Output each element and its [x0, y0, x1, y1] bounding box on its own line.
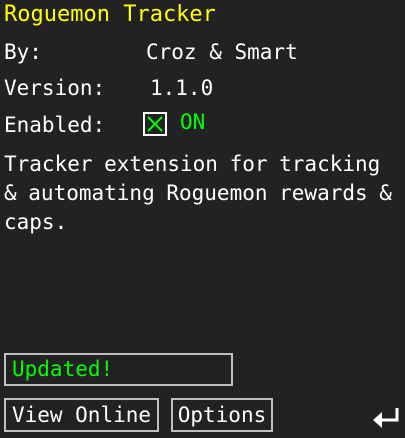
- enabled-checkbox[interactable]: [143, 112, 167, 136]
- extension-title: Roguemon Tracker: [4, 2, 216, 27]
- extension-description: Tracker extension for tracking & automat…: [4, 152, 392, 234]
- view-online-button[interactable]: View Online: [4, 398, 159, 432]
- enabled-state-text: ON: [180, 110, 206, 134]
- status-text: Updated!: [12, 357, 114, 381]
- options-button[interactable]: Options: [171, 398, 273, 432]
- status-box: Updated!: [4, 353, 233, 386]
- author-label: By:: [4, 40, 42, 64]
- checkbox-checked-icon: [147, 116, 163, 132]
- version-value: 1.1.0: [150, 76, 214, 100]
- return-arrow-icon[interactable]: [371, 406, 401, 430]
- author-value: Croz & Smart: [146, 40, 298, 64]
- enabled-label: Enabled:: [4, 113, 106, 137]
- version-label: Version:: [4, 76, 106, 100]
